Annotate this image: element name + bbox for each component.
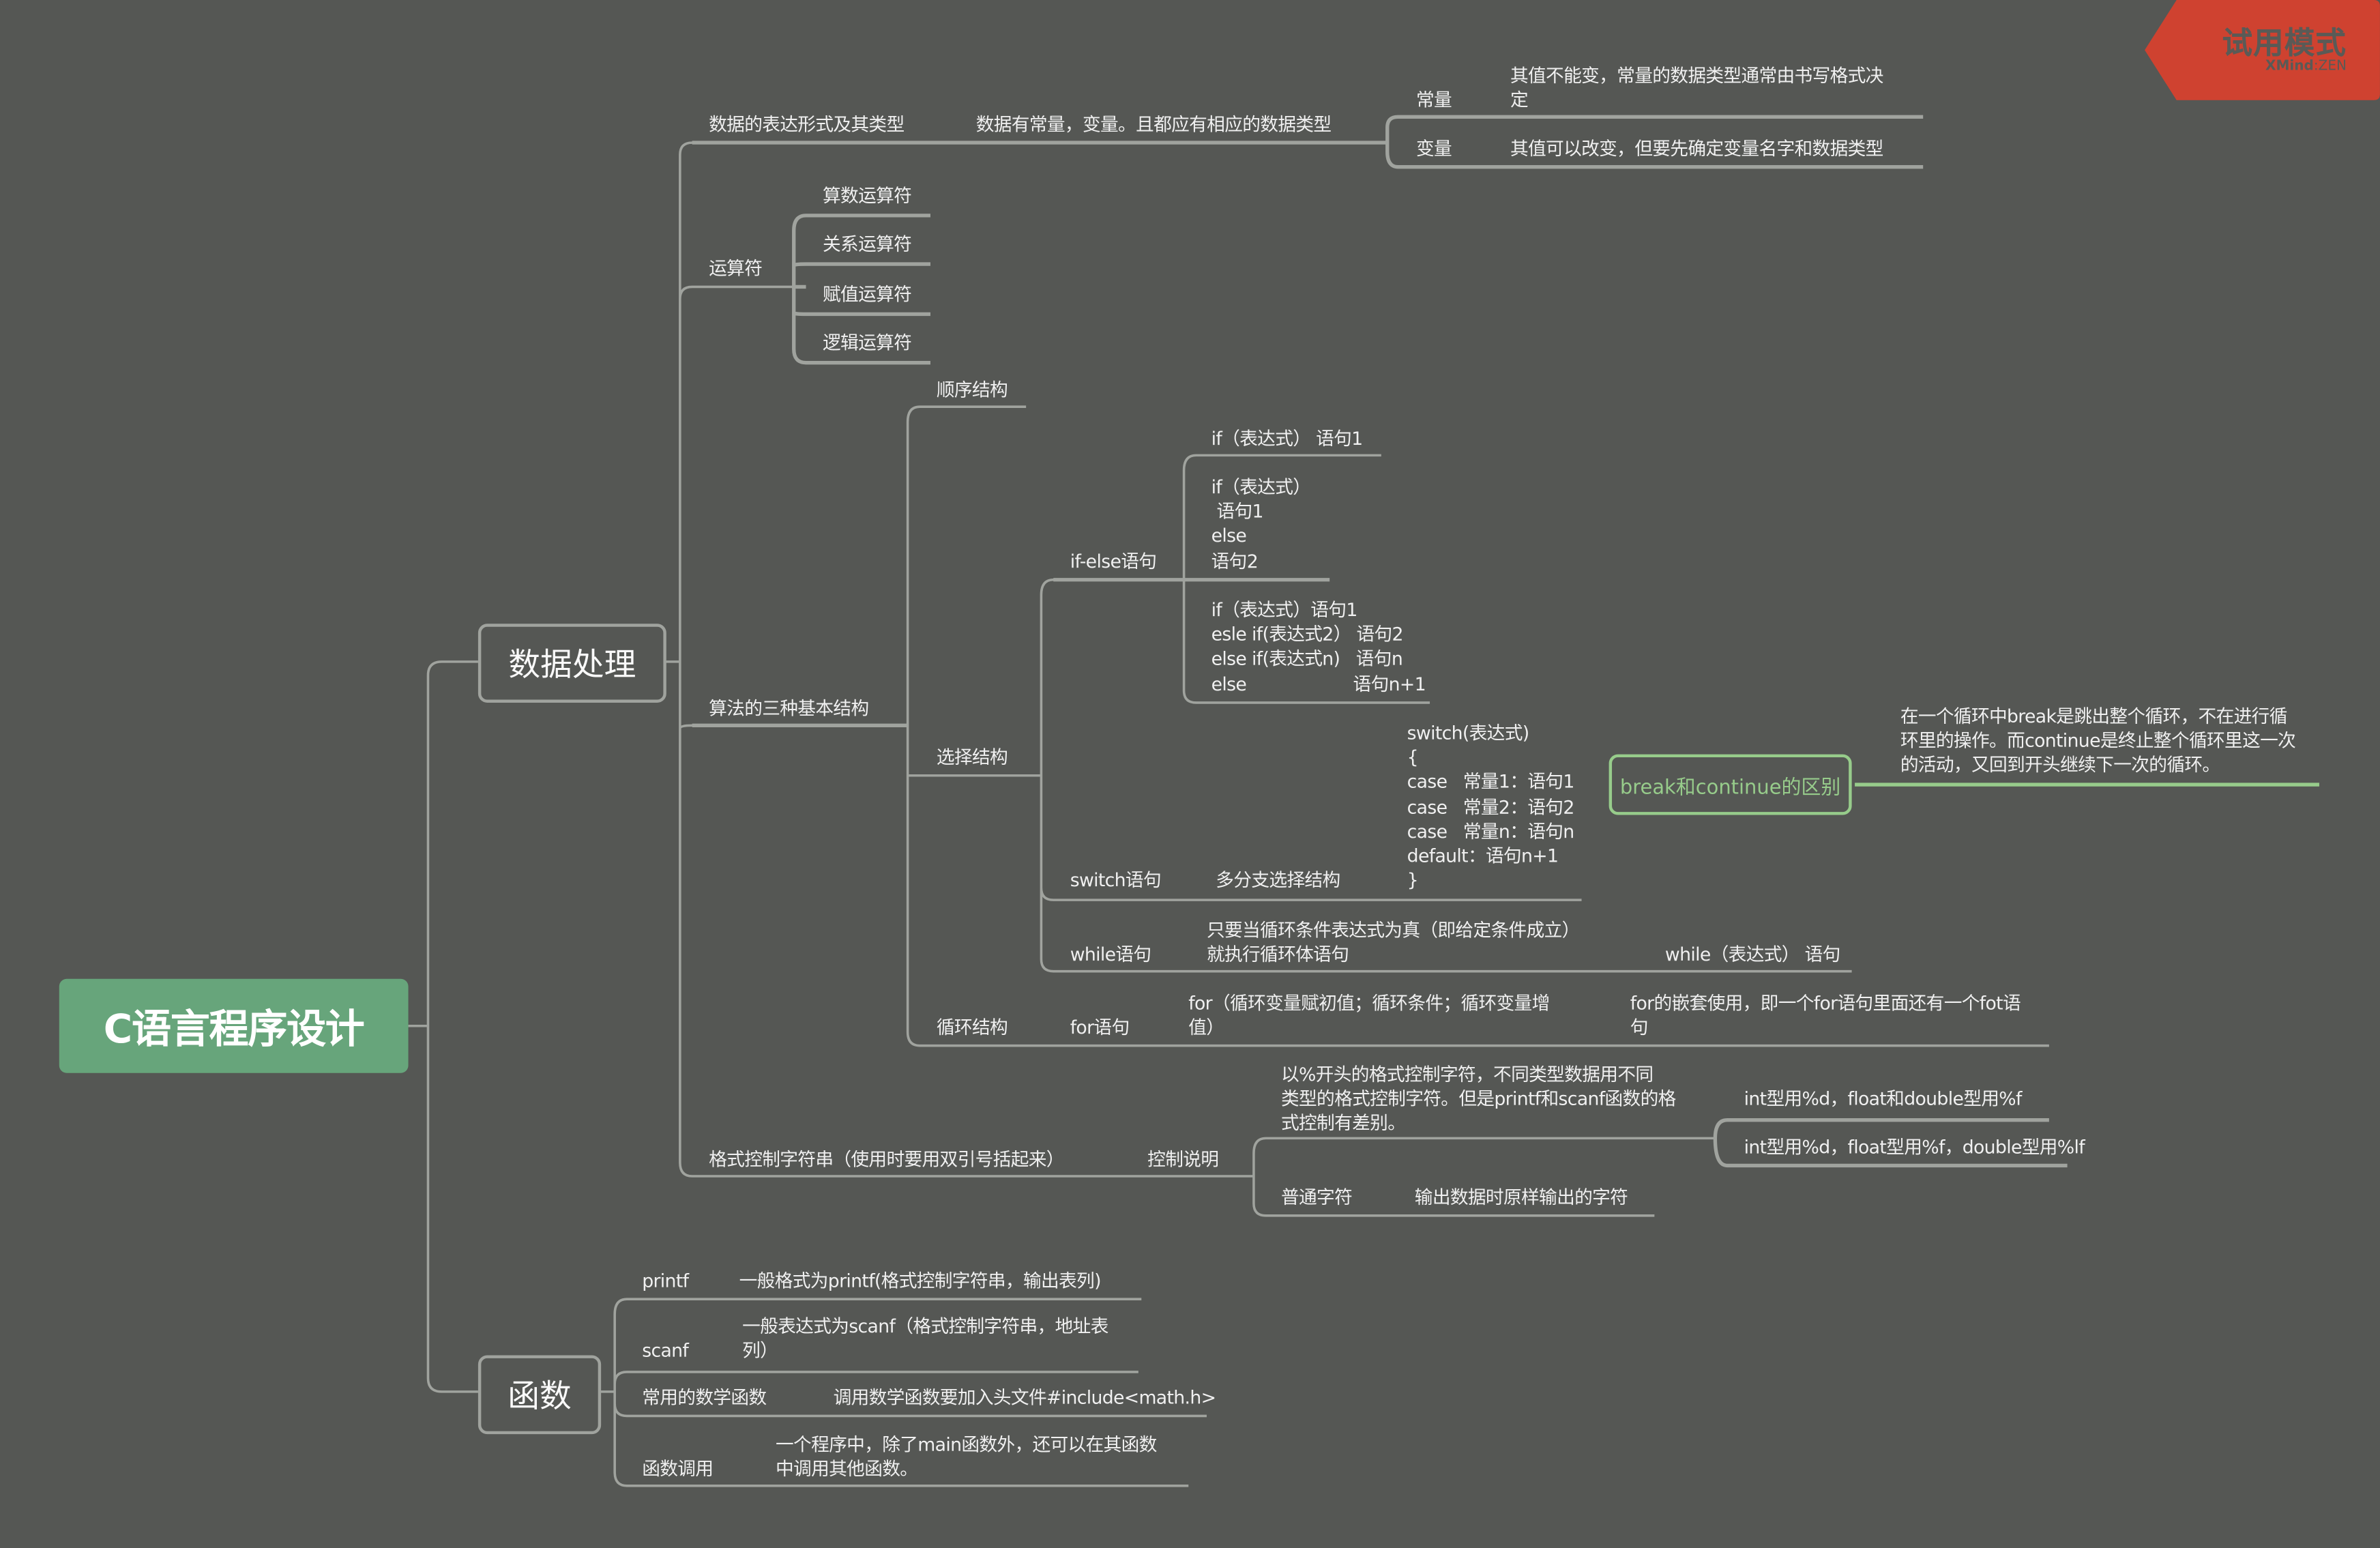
topic-for[interactable]: for语句 <box>1070 1017 1130 1038</box>
topic-while-desc-line1[interactable]: 只要当循环条件表达式为真（即给定条件成立） <box>1206 920 1580 941</box>
topic-loop[interactable]: 循环结构 <box>936 1017 1008 1038</box>
topic-printf-rule[interactable]: int型用%d，float和double型用%f <box>1744 1087 2023 1110</box>
text-line: 类型的格式控制字符。但是printf和scanf函数的格 <box>1280 1088 1676 1110</box>
connector-functions <box>598 1298 1207 1487</box>
code-line: else if(表达式n) 语句n <box>1211 648 1403 670</box>
topic-constant-desc-line2: 定 <box>1510 89 1529 111</box>
topic-operator-item[interactable]: 算数运算符 <box>823 185 912 207</box>
topic-for-desc-line2: 值） <box>1188 1017 1224 1038</box>
topic-printf[interactable]: printf <box>642 1270 689 1292</box>
branch-data-processing[interactable]: 数据处理 <box>478 624 666 703</box>
code-line: switch(表达式) <box>1407 722 1530 744</box>
root-topic[interactable]: C语言程序设计 <box>59 978 409 1073</box>
topic-scanf-desc-line2: 列） <box>742 1340 778 1362</box>
topic-switch-desc[interactable]: 多分支选择结构 <box>1216 869 1340 891</box>
topic-data-representation[interactable]: 数据的表达形式及其类型 <box>709 113 905 135</box>
badge-shape <box>2145 0 2380 100</box>
code-line: case 常量n：语句n <box>1407 821 1575 843</box>
topic-control-desc[interactable]: 以%开头的格式控制字符，不同类型数据用不同 类型的格式控制字符。但是printf… <box>1281 1062 1676 1136</box>
topic-scanf[interactable]: scanf <box>642 1340 689 1362</box>
topic-while-desc-line2: 就执行循环体语句 <box>1206 944 1349 965</box>
topic-while-syntax[interactable]: while（表达式） 语句 <box>1664 944 1840 965</box>
text-line: 环里的操作。而continue是终止整个循环里这一次 <box>1900 730 2296 752</box>
topic-selection[interactable]: 选择结构 <box>936 746 1008 768</box>
topic-function-call-desc-line2: 中调用其他函数。 <box>776 1458 918 1480</box>
connector-root-trunk <box>408 660 478 1393</box>
topic-for-nested-line1[interactable]: for的嵌套使用，即一个for语句里面还有一个fot语 <box>1630 992 2021 1014</box>
topic-if-else[interactable]: if-else语句 <box>1070 551 1157 572</box>
connector-data-repr <box>692 115 1924 169</box>
code-line: case 常量1：语句1 <box>1407 771 1575 793</box>
code-line: esle if(表达式2） 语句2 <box>1211 624 1404 645</box>
callout-break-continue-desc[interactable]: 在一个循环中break是跳出整个循环，不在进行循 环里的操作。而continue… <box>1900 704 2296 778</box>
topic-if-form3[interactable]: if（表达式）语句1 esle if(表达式2） 语句2 else if(表达式… <box>1211 598 1426 696</box>
text-line: 式控制有差别。 <box>1280 1113 1406 1135</box>
topic-if-form2[interactable]: if（表达式） 语句1 else 语句2 <box>1211 475 1311 573</box>
code-line: else <box>1211 525 1247 547</box>
topic-control-desc-label[interactable]: 控制说明 <box>1147 1148 1219 1171</box>
text-line: 在一个循环中break是跳出整个循环，不在进行循 <box>1900 705 2288 727</box>
topic-operator-item[interactable]: 逻辑运算符 <box>823 332 912 354</box>
topic-if-form1[interactable]: if（表达式） 语句1 <box>1211 428 1364 450</box>
code-line: if（表达式） <box>1211 476 1311 498</box>
topic-function-call-desc-line1[interactable]: 一个程序中，除了main函数外，还可以在其函数 <box>776 1434 1157 1456</box>
topic-math-functions-desc[interactable]: 调用数学函数要加入头文件#include<math.h> <box>833 1387 1216 1409</box>
code-line: { <box>1407 746 1419 769</box>
code-line: } <box>1407 870 1419 892</box>
topic-constant[interactable]: 常量 <box>1416 89 1452 111</box>
topic-operator-item[interactable]: 关系运算符 <box>823 233 912 255</box>
topic-for-nested-line2: 句 <box>1630 1017 1649 1038</box>
trial-mode-badge[interactable]: 试用模式 XMind:ZEN <box>2143 0 2380 100</box>
topic-switch[interactable]: switch语句 <box>1070 869 1162 891</box>
connector-operators <box>792 214 930 365</box>
topic-switch-code[interactable]: switch(表达式) { case 常量1：语句1 case 常量2：语句2 … <box>1407 721 1575 893</box>
code-line: case 常量2：语句2 <box>1407 795 1575 818</box>
topic-plain-chars-desc[interactable]: 输出数据时原样输出的字符 <box>1414 1186 1628 1208</box>
topic-variable[interactable]: 变量 <box>1416 138 1452 160</box>
topic-printf-desc[interactable]: 一般格式为printf(格式控制字符串，输出表列) <box>739 1270 1102 1292</box>
topic-data-representation-desc[interactable]: 数据有常量，变量。且都应有相应的数据类型 <box>975 113 1332 135</box>
topic-constant-desc-line1[interactable]: 其值不能变，常量的数据类型通常由书写格式决 <box>1510 65 1883 87</box>
topic-for-desc-line1[interactable]: for（循环变量赋初值；循环条件；循环变量增 <box>1188 992 1550 1014</box>
connector-data-trunk <box>663 141 1254 1178</box>
topic-variable-desc[interactable]: 其值可以改变，但要先确定变量名字和数据类型 <box>1510 138 1883 160</box>
text-line: 的活动，又回到开头继续下一次的循环。 <box>1900 755 2220 776</box>
topic-math-functions[interactable]: 常用的数学函数 <box>642 1387 767 1409</box>
topic-sequence[interactable]: 顺序结构 <box>936 379 1008 401</box>
text-line: 以%开头的格式控制字符，不同类型数据用不同 <box>1280 1064 1654 1085</box>
topic-operator-item[interactable]: 赋值运算符 <box>823 283 912 306</box>
connector-algorithms <box>906 405 2049 1047</box>
topic-operators[interactable]: 运算符 <box>709 258 763 280</box>
topic-scanf-rule[interactable]: int型用%d，float型用%f，double型用%lf <box>1744 1137 2085 1158</box>
branch-functions[interactable]: 函数 <box>478 1355 602 1435</box>
topic-format-string[interactable]: 格式控制字符串（使用时要用双引号括起来） <box>709 1148 1064 1171</box>
code-line: 语句1 <box>1211 501 1263 523</box>
callout-break-continue[interactable]: break和continue的区别 <box>1608 754 1852 815</box>
code-line: 语句2 <box>1211 550 1259 572</box>
topic-scanf-desc-line1[interactable]: 一般表达式为scanf（格式控制字符串，地址表 <box>742 1315 1108 1337</box>
trial-mode-title: 试用模式 <box>2222 24 2347 61</box>
code-line: if（表达式）语句1 <box>1211 599 1358 621</box>
code-line: else 语句n+1 <box>1211 673 1426 695</box>
xmind-logo: XMind:ZEN <box>2265 59 2347 75</box>
topic-while[interactable]: while语句 <box>1070 944 1151 965</box>
topic-algorithms[interactable]: 算法的三种基本结构 <box>709 698 869 720</box>
topic-plain-chars[interactable]: 普通字符 <box>1280 1186 1353 1208</box>
code-line: default：语句n+1 <box>1407 845 1559 867</box>
topic-function-call[interactable]: 函数调用 <box>642 1458 714 1480</box>
